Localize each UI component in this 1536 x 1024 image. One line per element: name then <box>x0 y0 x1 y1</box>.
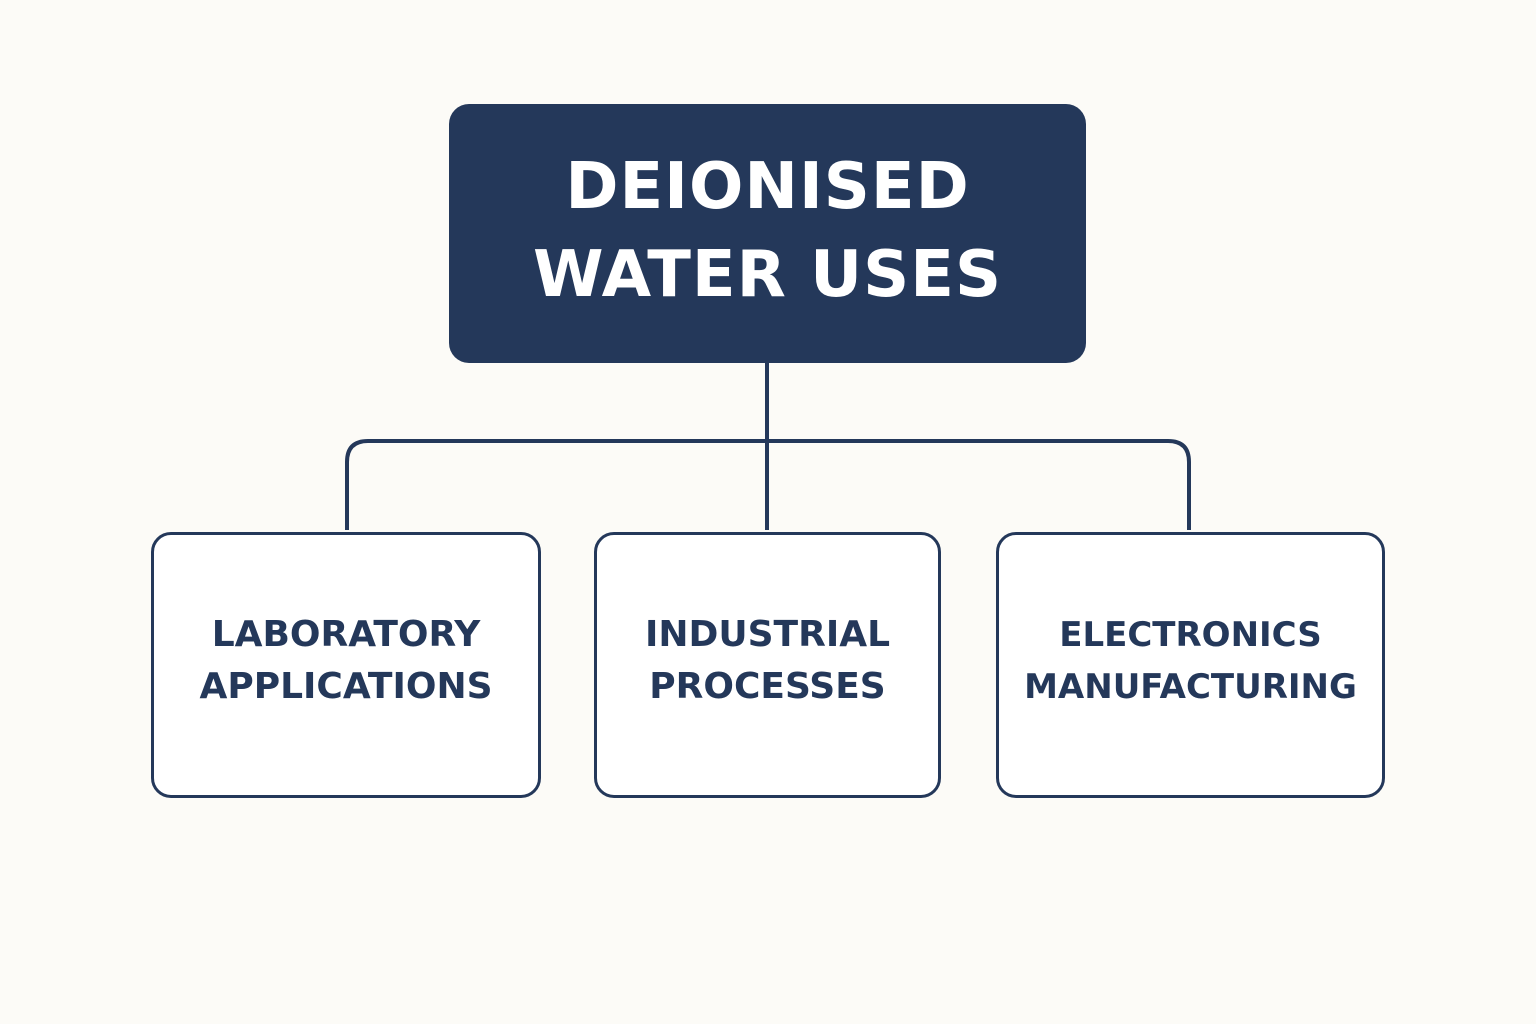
connector-branch <box>345 439 1191 530</box>
node-industrial-processes: INDUSTRIAL PROCESSES <box>594 532 941 798</box>
root-node: DEIONISED WATER USES <box>449 104 1086 363</box>
node-label-line-1: ELECTRONICS <box>1059 615 1322 655</box>
root-title-line-2: WATER USES <box>532 237 1003 312</box>
node-electronics-manufacturing: ELECTRONICS MANUFACTURING <box>996 532 1385 798</box>
node-label: INDUSTRIAL PROCESSES <box>645 609 890 713</box>
node-label-line-1: INDUSTRIAL <box>644 614 891 655</box>
node-label-line-2: PROCESSES <box>649 666 886 707</box>
node-label-line-2: APPLICATIONS <box>199 666 493 707</box>
node-label-line-1: LABORATORY <box>211 614 481 655</box>
node-laboratory-applications: LABORATORY APPLICATIONS <box>151 532 541 798</box>
node-label: LABORATORY APPLICATIONS <box>199 609 492 713</box>
node-label-line-2: MANUFACTURING <box>1024 667 1357 707</box>
root-title-line-1: DEIONISED <box>565 149 970 224</box>
node-label: ELECTRONICS MANUFACTURING <box>1024 609 1357 713</box>
root-title: DEIONISED WATER USES <box>533 143 1002 319</box>
